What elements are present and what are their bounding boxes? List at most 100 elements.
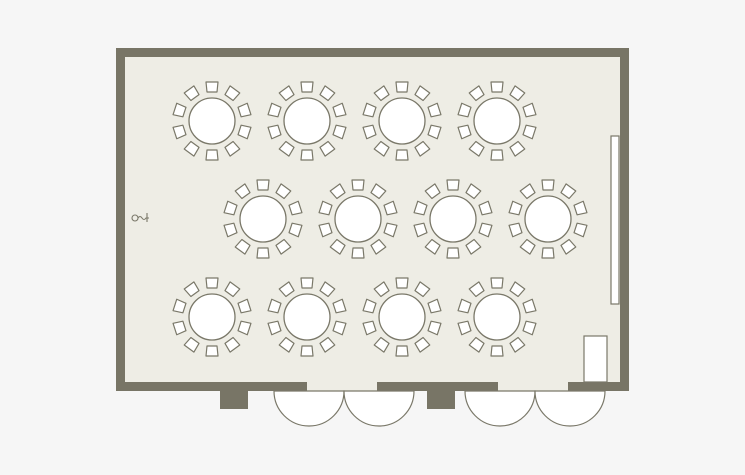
round-table-12[interactable] xyxy=(457,277,537,357)
chair[interactable] xyxy=(490,81,504,93)
chair[interactable] xyxy=(300,277,314,289)
table-top[interactable] xyxy=(283,293,331,341)
chair[interactable] xyxy=(237,298,252,314)
chair[interactable] xyxy=(351,247,365,259)
chair[interactable] xyxy=(288,222,303,238)
round-table-7[interactable] xyxy=(413,179,493,259)
chair[interactable] xyxy=(457,298,472,314)
chair[interactable] xyxy=(478,222,493,238)
chair[interactable] xyxy=(427,320,442,336)
chair[interactable] xyxy=(468,85,485,102)
chair[interactable] xyxy=(383,200,398,216)
table-top[interactable] xyxy=(378,97,426,145)
chair[interactable] xyxy=(172,102,187,118)
chair[interactable] xyxy=(370,238,387,255)
round-table-6[interactable] xyxy=(318,179,398,259)
round-table-5[interactable] xyxy=(223,179,303,259)
chair[interactable] xyxy=(468,140,485,157)
chair[interactable] xyxy=(414,140,431,157)
chair[interactable] xyxy=(267,298,282,314)
chair[interactable] xyxy=(183,336,200,353)
chair[interactable] xyxy=(224,85,241,102)
chair[interactable] xyxy=(278,140,295,157)
chair[interactable] xyxy=(522,298,537,314)
table-top[interactable] xyxy=(239,195,287,243)
chair[interactable] xyxy=(560,183,577,200)
chair[interactable] xyxy=(468,281,485,298)
chair[interactable] xyxy=(362,102,377,118)
table-top[interactable] xyxy=(334,195,382,243)
chair[interactable] xyxy=(468,336,485,353)
chair[interactable] xyxy=(509,281,526,298)
chair[interactable] xyxy=(446,247,460,259)
chair[interactable] xyxy=(414,85,431,102)
chair[interactable] xyxy=(362,320,377,336)
chair[interactable] xyxy=(278,85,295,102)
chair[interactable] xyxy=(234,183,251,200)
chair[interactable] xyxy=(427,124,442,140)
chair[interactable] xyxy=(413,222,428,238)
chair[interactable] xyxy=(318,200,333,216)
chair[interactable] xyxy=(427,298,442,314)
chair[interactable] xyxy=(319,85,336,102)
chair[interactable] xyxy=(224,140,241,157)
chair[interactable] xyxy=(183,140,200,157)
chair[interactable] xyxy=(490,149,504,161)
chair[interactable] xyxy=(383,222,398,238)
chair[interactable] xyxy=(362,124,377,140)
table-top[interactable] xyxy=(378,293,426,341)
chair[interactable] xyxy=(522,102,537,118)
chair[interactable] xyxy=(332,124,347,140)
chair[interactable] xyxy=(457,320,472,336)
chair[interactable] xyxy=(278,336,295,353)
round-table-10[interactable] xyxy=(267,277,347,357)
chair[interactable] xyxy=(223,222,238,238)
chair[interactable] xyxy=(373,281,390,298)
door-leaf[interactable] xyxy=(534,390,606,427)
chair[interactable] xyxy=(267,124,282,140)
chair[interactable] xyxy=(275,238,292,255)
chair[interactable] xyxy=(288,200,303,216)
chair[interactable] xyxy=(300,149,314,161)
chair[interactable] xyxy=(267,320,282,336)
chair[interactable] xyxy=(319,281,336,298)
chair[interactable] xyxy=(183,281,200,298)
chair[interactable] xyxy=(395,345,409,357)
table-top[interactable] xyxy=(473,293,521,341)
chair[interactable] xyxy=(522,320,537,336)
chair[interactable] xyxy=(413,200,428,216)
chair[interactable] xyxy=(172,124,187,140)
chair[interactable] xyxy=(237,124,252,140)
chair[interactable] xyxy=(465,183,482,200)
chair[interactable] xyxy=(509,336,526,353)
chair[interactable] xyxy=(237,320,252,336)
chair[interactable] xyxy=(519,238,536,255)
chair[interactable] xyxy=(319,140,336,157)
chair[interactable] xyxy=(224,336,241,353)
chair[interactable] xyxy=(414,336,431,353)
chair[interactable] xyxy=(373,336,390,353)
chair[interactable] xyxy=(183,85,200,102)
chair[interactable] xyxy=(446,179,460,191)
chair[interactable] xyxy=(573,200,588,216)
chair[interactable] xyxy=(223,200,238,216)
chair[interactable] xyxy=(329,238,346,255)
double-door[interactable] xyxy=(273,390,415,427)
chair[interactable] xyxy=(509,140,526,157)
chair[interactable] xyxy=(414,281,431,298)
chair[interactable] xyxy=(275,183,292,200)
chair[interactable] xyxy=(465,238,482,255)
chair[interactable] xyxy=(351,179,365,191)
chair[interactable] xyxy=(205,81,219,93)
chair[interactable] xyxy=(362,298,377,314)
chair[interactable] xyxy=(541,179,555,191)
chair[interactable] xyxy=(522,124,537,140)
chair[interactable] xyxy=(457,124,472,140)
chair[interactable] xyxy=(256,247,270,259)
chair[interactable] xyxy=(490,277,504,289)
round-table-8[interactable] xyxy=(508,179,588,259)
chair[interactable] xyxy=(234,238,251,255)
chair[interactable] xyxy=(490,345,504,357)
round-table-3[interactable] xyxy=(362,81,442,161)
chair[interactable] xyxy=(395,277,409,289)
